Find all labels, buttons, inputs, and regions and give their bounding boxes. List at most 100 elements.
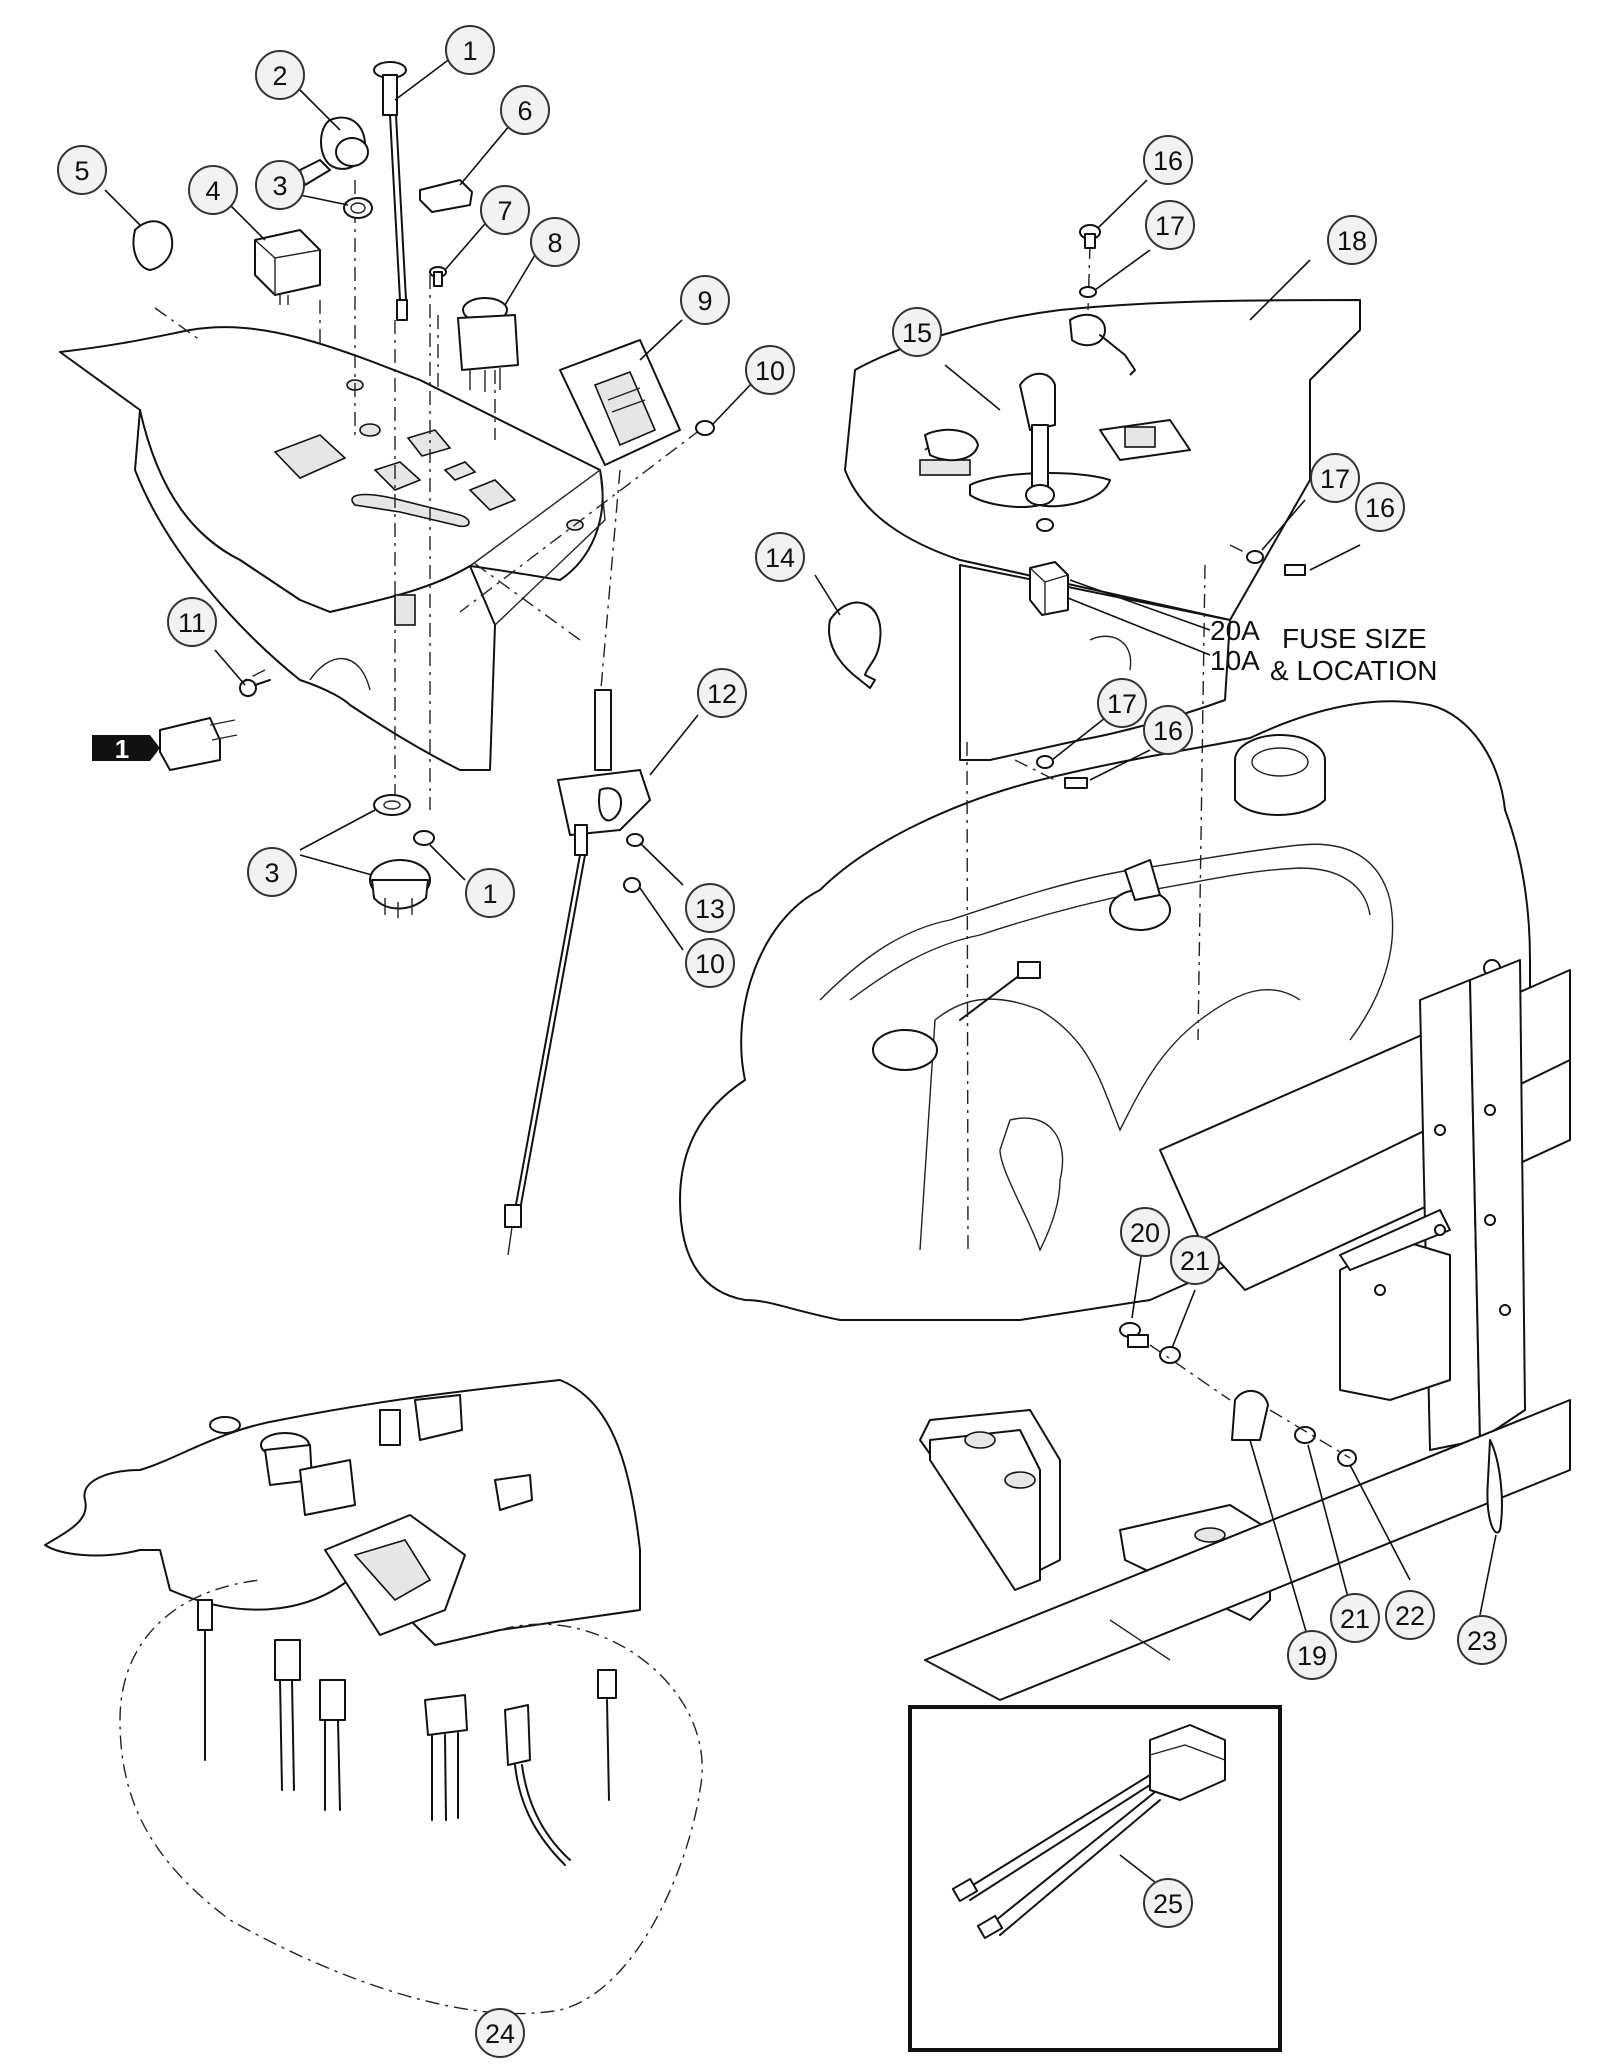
callout-balloon-17b: 17 xyxy=(1310,453,1360,503)
fuel-tank-body xyxy=(679,700,1531,1321)
svg-text:11: 11 xyxy=(178,608,206,638)
svg-text:14: 14 xyxy=(765,543,795,573)
callout-balloon-10b: 10 xyxy=(685,938,735,988)
callout-balloon-1b: 1 xyxy=(465,868,515,918)
svg-text:5: 5 xyxy=(74,156,89,186)
svg-text:17: 17 xyxy=(1155,211,1185,241)
hardware-19-22 xyxy=(1119,1322,1503,1534)
svg-text:7: 7 xyxy=(497,196,512,226)
svg-text:21: 21 xyxy=(1340,1604,1370,1634)
callout-balloon-8: 8 xyxy=(530,217,580,267)
svg-text:2: 2 xyxy=(272,61,287,91)
nut-10-top xyxy=(695,420,715,436)
light-switch-cap xyxy=(419,179,473,213)
svg-text:20: 20 xyxy=(1130,1218,1160,1248)
callout-balloon-9: 9 xyxy=(680,275,730,325)
svg-text:16: 16 xyxy=(1153,146,1183,176)
frame xyxy=(919,959,1571,1701)
callout-balloon-21b: 21 xyxy=(1330,1593,1380,1643)
callout-balloon-13: 13 xyxy=(685,883,735,933)
svg-text:8: 8 xyxy=(547,228,562,258)
svg-text:6: 6 xyxy=(517,96,532,126)
svg-text:10: 10 xyxy=(755,356,785,386)
svg-text:17: 17 xyxy=(1320,464,1350,494)
switch-3-bottom xyxy=(369,859,431,918)
callout-balloon-14: 14 xyxy=(755,532,805,582)
callout-balloon-12: 12 xyxy=(697,668,747,718)
callout-balloon-23: 23 xyxy=(1457,1615,1507,1665)
callout-balloon-24: 24 xyxy=(475,2008,525,2058)
washer-13 xyxy=(626,833,644,847)
assembly-lines-left xyxy=(154,180,701,810)
nut-3 xyxy=(343,197,373,219)
screw-7 xyxy=(429,266,447,287)
svg-text:10: 10 xyxy=(695,949,725,979)
svg-text:3: 3 xyxy=(264,858,279,888)
fuse-size-note: 20A FUSE SIZE 10A & LOCATION xyxy=(1210,615,1438,686)
svg-text:4: 4 xyxy=(205,176,220,206)
callout-balloon-16a: 16 xyxy=(1143,135,1193,185)
svg-text:20A: 20A xyxy=(1210,615,1260,646)
callout-balloon-1a: 1 xyxy=(445,25,495,75)
nut-10-bottom xyxy=(623,877,641,893)
inset-box xyxy=(908,1705,1282,2052)
svg-text:16: 16 xyxy=(1365,493,1395,523)
hour-meter xyxy=(254,229,321,305)
screw-11 xyxy=(239,679,271,697)
callout-balloon-20: 20 xyxy=(1120,1207,1170,1257)
callout-balloon-19: 19 xyxy=(1287,1630,1337,1680)
svg-text:FUSE SIZE: FUSE SIZE xyxy=(1282,623,1427,654)
svg-text:17: 17 xyxy=(1107,689,1137,719)
svg-text:3: 3 xyxy=(272,171,287,201)
callout-balloon-11: 11 xyxy=(167,597,217,647)
knob xyxy=(132,220,174,271)
callout-balloon-25: 25 xyxy=(1143,1878,1193,1928)
callout-balloon-4: 4 xyxy=(188,165,238,215)
svg-text:& LOCATION: & LOCATION xyxy=(1270,655,1438,686)
svg-text:1: 1 xyxy=(482,879,497,909)
callout-balloon-21a: 21 xyxy=(1170,1235,1220,1285)
callout-balloon-2: 2 xyxy=(255,50,305,100)
screws-16-17 xyxy=(1036,224,1306,789)
svg-text:13: 13 xyxy=(695,894,725,924)
svg-text:25: 25 xyxy=(1153,1889,1183,1919)
reference-tag: 1 xyxy=(92,734,160,764)
cable-tie-14 xyxy=(828,601,882,689)
ignition-switch xyxy=(299,116,369,186)
callout-balloon-15: 15 xyxy=(892,307,942,357)
connector-1 xyxy=(159,717,238,771)
callout-balloon-3a: 3 xyxy=(255,160,305,210)
callout-balloon-6: 6 xyxy=(500,85,550,135)
callout-balloon-10a: 10 xyxy=(745,345,795,395)
throttle-control xyxy=(504,689,651,1256)
pto-switch xyxy=(457,297,519,392)
callout-balloon-22: 22 xyxy=(1385,1590,1435,1640)
console-cover xyxy=(844,299,1361,761)
svg-text:15: 15 xyxy=(902,318,932,348)
harness-panel xyxy=(44,1379,641,1646)
callout-balloon-17c: 17 xyxy=(1097,678,1147,728)
svg-text:12: 12 xyxy=(707,679,737,709)
leader-lines xyxy=(104,54,1497,2045)
callout-balloon-16c: 16 xyxy=(1143,705,1193,755)
callout-balloon-17a: 17 xyxy=(1145,200,1195,250)
svg-text:9: 9 xyxy=(697,286,712,316)
callout-balloon-3b: 3 xyxy=(247,847,297,897)
callout-balloon-7: 7 xyxy=(480,185,530,235)
assembly-lines-right xyxy=(966,244,1251,1256)
svg-text:10A: 10A xyxy=(1210,645,1260,676)
svg-text:16: 16 xyxy=(1153,716,1183,746)
rocker-switch xyxy=(559,339,681,466)
svg-text:22: 22 xyxy=(1395,1601,1425,1631)
svg-text:24: 24 xyxy=(485,2019,515,2049)
svg-text:1: 1 xyxy=(115,734,129,764)
svg-text:19: 19 xyxy=(1297,1641,1327,1671)
callout-balloon-5: 5 xyxy=(57,145,107,195)
svg-text:18: 18 xyxy=(1337,226,1367,256)
throttle-cable xyxy=(373,61,408,321)
washer-3-bottom xyxy=(373,794,411,816)
callout-balloon-18: 18 xyxy=(1327,215,1377,265)
nut-1-bottom xyxy=(413,830,435,846)
svg-text:23: 23 xyxy=(1467,1626,1497,1656)
svg-text:1: 1 xyxy=(462,36,477,66)
